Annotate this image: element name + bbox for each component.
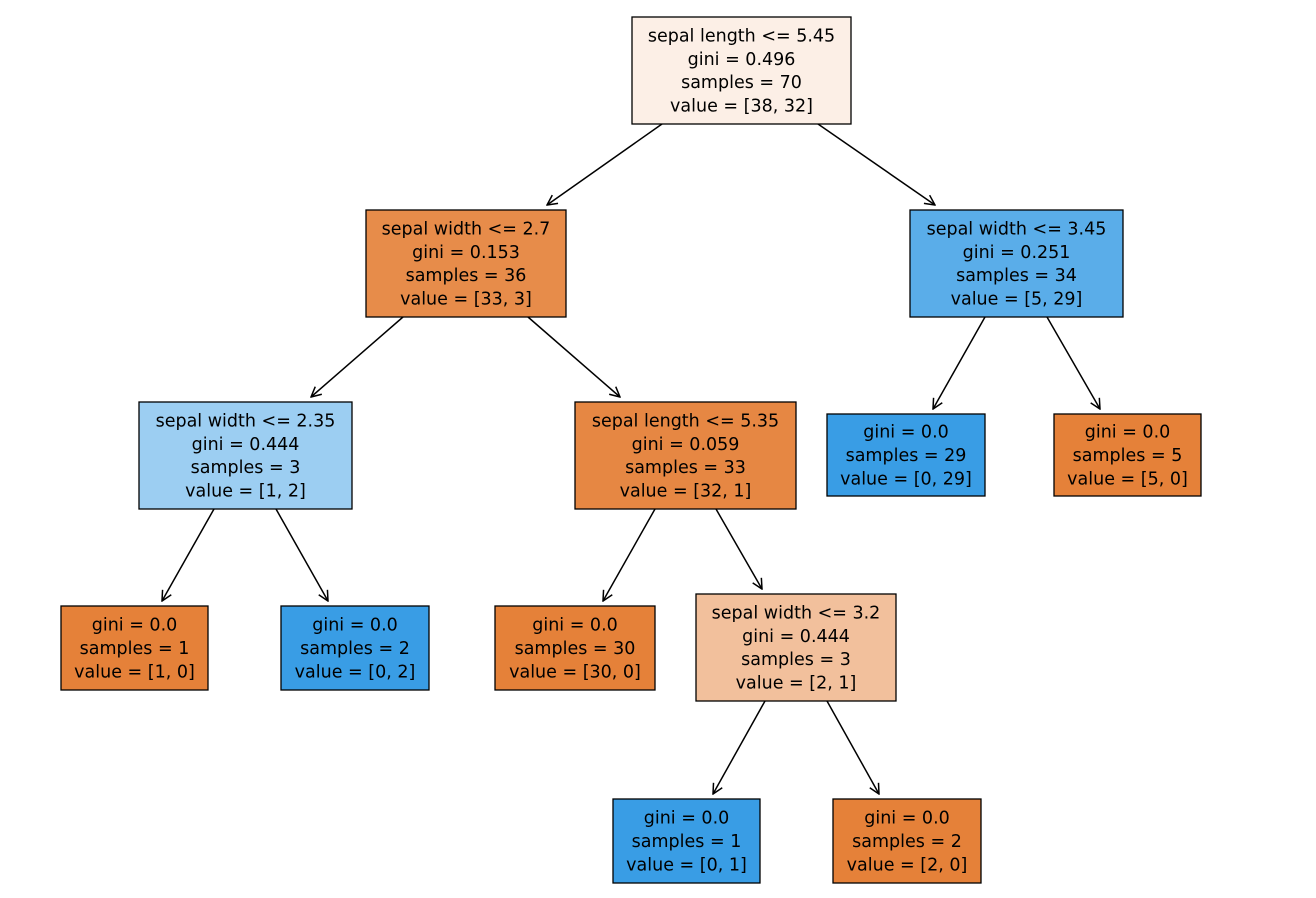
node-text-line: sepal width <= 3.2 [712,604,881,624]
node-text-line: samples = 3 [741,650,851,670]
node-text-line: sepal width <= 2.7 [382,220,551,240]
tree-node-n3: gini = 0.0 samples = 1 value = [1, 0] [60,605,209,691]
node-box [574,401,797,510]
edge-n0-n1 [547,123,663,205]
node-text-line: value = [0, 2] [295,662,416,682]
edge-n1-n2 [311,316,404,397]
node-text-line: value = [1, 2] [185,481,306,501]
node-text-line: value = [2, 1] [736,673,857,693]
edge-n10-n11 [933,316,986,409]
node-box [631,16,852,125]
node-text-line: gini = 0.0 [312,616,398,636]
node-text-line: gini = 0.444 [192,435,300,455]
node-text-line: samples = 2 [300,639,410,659]
node-text-line: samples = 29 [846,446,967,466]
tree-node-n10: sepal width <= 3.45 gini = 0.251 samples =… [909,209,1124,318]
tree-node-n6: gini = 0.0 samples = 30 value = [30, 0] [494,605,656,691]
node-text-line: value = [5, 29] [951,289,1083,309]
node-box [138,401,353,510]
tree-node-n2: sepal width <= 2.35 gini = 0.444 samples =… [138,401,353,510]
tree-node-n1: sepal width <= 2.7 gini = 0.153 samples = … [365,209,567,318]
edge-n10-n12 [1046,316,1100,409]
node-text-line: gini = 0.0 [532,616,618,636]
node-text-line: gini = 0.0 [1085,423,1171,443]
tree-node-n12: gini = 0.0 samples = 5 value = [5, 0] [1053,413,1202,497]
tree-node-n11: gini = 0.0 samples = 29 value = [0, 29] [826,413,986,497]
node-text-line: gini = 0.0 [864,809,950,829]
node-box [826,413,986,497]
node-text-line: gini = 0.251 [963,243,1071,263]
node-text-line: samples = 33 [625,458,746,478]
node-text-line: samples = 3 [191,458,301,478]
node-text-line: samples = 70 [681,73,802,93]
edge-n0-n10 [817,123,935,205]
node-text-line: gini = 0.153 [412,243,520,263]
node-text-line: value = [32, 1] [620,481,752,501]
node-text-line: value = [30, 0] [509,662,641,682]
edge-n1-n5 [527,316,620,397]
node-text-line: samples = 1 [80,639,190,659]
node-text-line: samples = 1 [632,832,742,852]
node-text-line: samples = 36 [406,266,527,286]
node-text-line: samples = 2 [852,832,962,852]
node-text-line: samples = 5 [1073,446,1183,466]
tree-node-n0: sepal length <= 5.45 gini = 0.496 samples … [631,16,852,125]
edge-n5-n7 [715,508,762,589]
node-text-line: value = [38, 32] [670,96,813,116]
edge-n7-n9 [826,700,879,794]
node-box [1053,413,1202,497]
edge-n5-n6 [603,508,656,601]
node-text-line: value = [1, 0] [74,662,195,682]
node-box [494,605,656,691]
node-box [695,593,897,702]
node-text-line: gini = 0.0 [644,809,730,829]
node-text-line: gini = 0.0 [92,616,178,636]
node-text-line: value = [33, 3] [400,289,532,309]
node-text-line: value = [5, 0] [1067,469,1188,489]
node-box [909,209,1124,318]
tree-node-n7: sepal width <= 3.2 gini = 0.444 samples = … [695,593,897,702]
node-text-line: gini = 0.496 [688,50,796,70]
node-text-line: value = [2, 0] [847,855,968,875]
node-text-line: gini = 0.059 [632,435,740,455]
edge-n7-n8 [713,700,766,794]
node-text-line: sepal length <= 5.35 [592,412,779,432]
tree-node-n8: gini = 0.0 samples = 1 value = [0, 1] [612,798,761,884]
tree-node-n5: sepal length <= 5.35 gini = 0.059 samples … [574,401,797,510]
node-text-line: sepal width <= 2.35 [156,412,336,432]
node-box [60,605,209,691]
node-box [832,798,982,884]
node-text-line: gini = 0.0 [863,423,949,443]
tree-node-n9: gini = 0.0 samples = 2 value = [2, 0] [832,798,982,884]
nodes-layer: sepal length <= 5.45 gini = 0.496 samples … [60,16,1202,884]
node-box [612,798,761,884]
edge-n2-n4 [275,508,328,601]
node-text-line: samples = 30 [515,639,636,659]
node-text-line: sepal length <= 5.45 [648,27,835,47]
tree-node-n4: gini = 0.0 samples = 2 value = [0, 2] [280,605,430,691]
edge-n2-n3 [162,508,215,601]
node-text-line: samples = 34 [956,266,1077,286]
node-text-line: sepal width <= 3.45 [927,220,1107,240]
node-text-line: gini = 0.444 [742,627,850,647]
node-text-line: value = [0, 1] [626,855,747,875]
node-box [365,209,567,318]
node-box [280,605,430,691]
edges-layer [162,123,1100,794]
node-text-line: value = [0, 29] [840,469,972,489]
